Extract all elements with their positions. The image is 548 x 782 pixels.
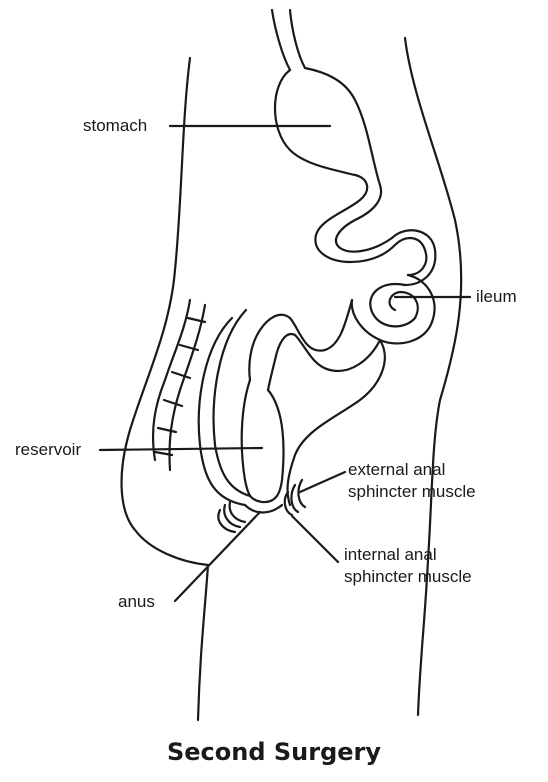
external-leader — [300, 472, 345, 492]
internal-sphincter — [218, 502, 245, 532]
reservoir-label: reservoir — [15, 440, 81, 460]
stomach-organ — [275, 68, 395, 262]
ileum-to-reservoir — [249, 300, 380, 390]
body-outline-back — [122, 58, 208, 720]
spine — [153, 300, 205, 470]
body-outline-front — [405, 38, 461, 715]
reservoir-pouch — [242, 380, 284, 502]
internal-sphincter-label-line1: internal anal — [344, 545, 437, 565]
diagram-caption: Second Surgery — [0, 738, 548, 766]
anus-label: anus — [118, 592, 155, 612]
internal-sphincter-label-line2: sphincter muscle — [344, 567, 472, 587]
external-sphincter-label-line1: external anal — [348, 460, 445, 480]
internal-leader — [292, 516, 338, 562]
ileum-label: ileum — [476, 287, 517, 307]
rectal-wall — [199, 310, 250, 505]
ileum-coil — [352, 275, 435, 343]
esophagus — [272, 10, 305, 70]
anus-opening — [245, 505, 282, 513]
stomach-label: stomach — [83, 116, 147, 136]
anus-leader — [175, 512, 260, 601]
external-sphincter-label-line2: sphincter muscle — [348, 482, 476, 502]
